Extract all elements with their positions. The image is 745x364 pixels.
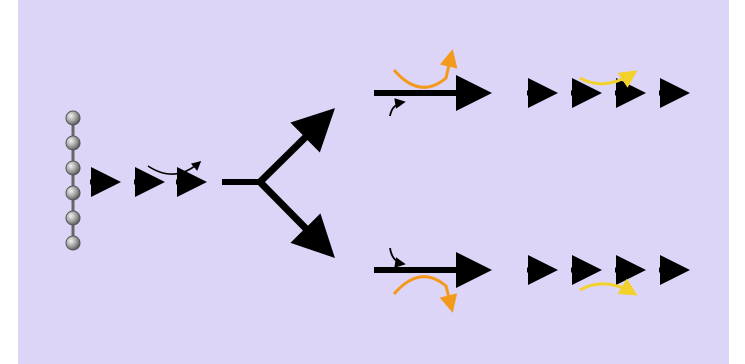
bead-icon [65,185,81,201]
bead-icon [65,210,81,226]
branch-arrow-down [257,179,335,258]
small-hook-arrow-icon [389,247,406,268]
yellow-curved-arrow-icon [579,70,638,88]
orange-curved-arrow-icon [392,275,458,313]
diagram-background [18,0,729,364]
orange-curved-arrow-icon [392,49,458,89]
branch-arrow-up [257,108,335,185]
curved-arrow-icon [147,160,202,175]
yellow-curved-arrow-icon [579,278,638,296]
bead-icon [65,160,81,176]
small-hook-arrow-icon [389,98,406,117]
bead-icon [65,110,81,126]
bead-chain [65,110,81,251]
bead-icon [65,235,81,251]
bead-icon [65,135,81,151]
